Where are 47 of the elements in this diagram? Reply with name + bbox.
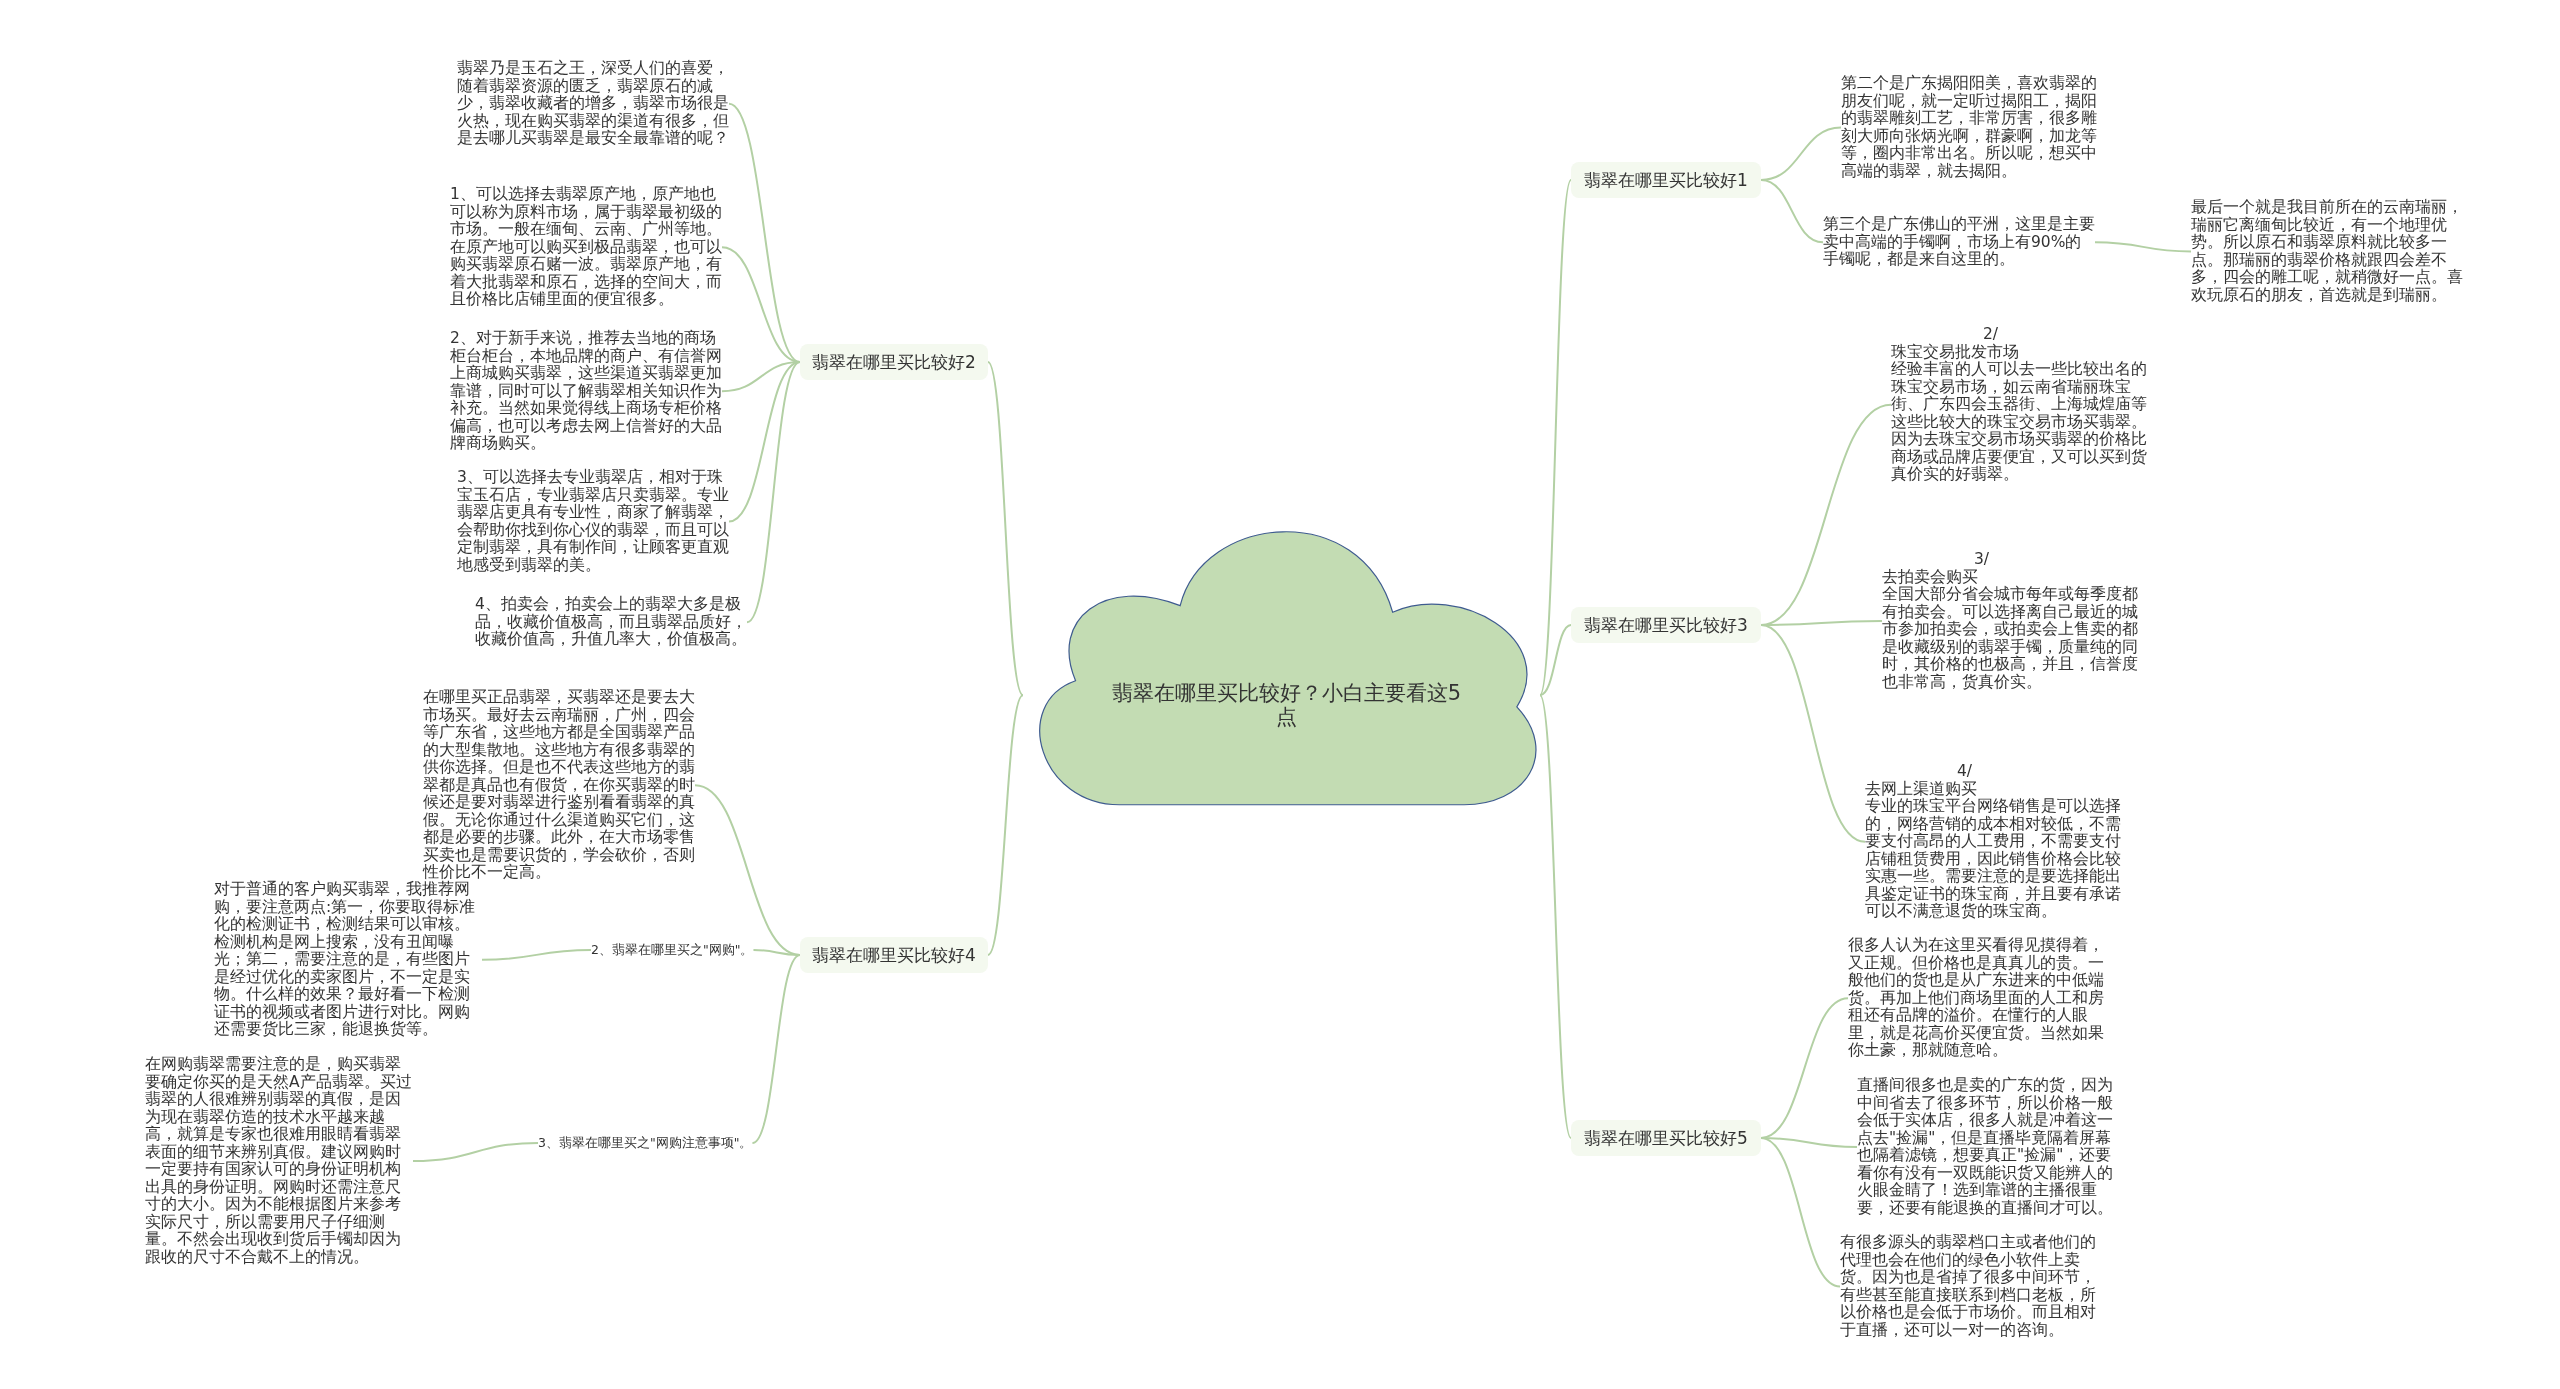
connector bbox=[1539, 624, 1572, 697]
branch-label: 翡翠在哪里买比较好2 bbox=[800, 344, 988, 380]
connector bbox=[751, 954, 801, 1144]
connector bbox=[2094, 241, 2192, 253]
note-text: 直播间很多也是卖的广东的货，因为中间省去了很多环节，所以价格一般会低于实体店，很多人就是冲着这一点去"捡漏"，但是直播毕竟隔着屏幕也隔着滤镜，想要真正"捡漏"，还要看你有没有一双既能识货又能辨人的火眼金睛了！选到靠谱的主播很重要，还要有能退换的直播间才可以。 bbox=[1857, 1077, 2125, 1217]
connector bbox=[987, 361, 1024, 697]
note-text: 很多人认为在这里买看得见摸得着，又正规。但价格也是真真儿的贵。一般他们的货也是从广东进来的中低端货。再加上他们商场里面的人工和房租还有品牌的溢价。在懂行的人眼里，就是花高价买便宜货。当然如果你土豪，那就随意哈。 bbox=[1848, 937, 2116, 1060]
item-heading: 珠宝交易批发市场 bbox=[1891, 343, 2020, 361]
connector bbox=[1760, 1137, 1841, 1288]
note-text: 2、对于新手来说，推荐去当地的商场柜台柜台，本地品牌的商户、有信誉网上商城购买翡翠，这些渠道买翡翠更加靠谱，同时可以了解翡翠相关知识作为补充。当然如果觉得线上商场专柜价格偏高，也可以考虑去网上信誉好的大品牌商场购买。 bbox=[450, 330, 722, 453]
note-text: 第三个是广东佛山的平洲，这里是主要卖中高端的手镯啊，市场上有90%的手镯呢，都是来自这里的。 bbox=[1823, 216, 2095, 269]
note-text: 3、翡翠在哪里买之"网购注意事项"。 bbox=[538, 1135, 753, 1151]
item-number: 3/ bbox=[1973, 551, 1991, 569]
note-text: 翡翠乃是玉石之王，深受人们的喜爱，随着翡翠资源的匮乏，翡翠原石的减少，翡翠收藏者的增多，翡翠市场很是火热，现在购买翡翠的渠道有很多，但是去哪儿买翡翠是最安全最靠谱的呢？ bbox=[457, 60, 729, 148]
note-text: 在网购翡翠需要注意的是，购买翡翠要确定你买的是天然A产品翡翠。买过翡翠的人很难辨别翡翠的真假，是因为现在翡翠仿造的技术水平越来越高，就算是专家也很难用眼睛看翡翠表面的细节来辨别真假。建议网购时一定要持有国家认可的身份证明机构出具的身份证明。网购时还需注意尺寸的大小。因为不能根据图片来参考实际尺寸，所以需要用尺子仔细测量。不然会出现收到货后手镯却因为跟收的尺寸不合戴不上的情况。 bbox=[145, 1056, 413, 1266]
topic-title: 翡翠在哪里买比较好？小白主要看这5点 bbox=[1110, 681, 1463, 729]
note-text: 4、拍卖会，拍卖会上的翡翠大多是极品，收藏价值极高，而且翡翠品质好，收藏价值高，升值几率大，价值极高。 bbox=[475, 596, 747, 649]
note-text: 最后一个就是我目前所在的云南瑞丽，瑞丽它离缅甸比较近，有一个地理优势。所以原石和翡翠原料就比较多一点。那瑞丽的翡翠价格就跟四会差不多，四会的雕工呢，就稍微好一点。喜欢玩原石的朋友，首选就是到瑞丽。 bbox=[2191, 199, 2463, 304]
connector bbox=[481, 949, 592, 961]
connector bbox=[1539, 694, 1572, 1139]
branch-label: 翡翠在哪里买比较好5 bbox=[1571, 1120, 1761, 1156]
connector bbox=[412, 1142, 539, 1162]
note-text: 经验丰富的人可以去一些比较出名的珠宝交易市场，如云南省瑞丽珠宝街、广东四会玉器街、上海城煌庙等这些比较大的珠宝交易市场买翡翠。因为去珠宝交易市场买翡翠的价格比商场或品牌店要便宜，又可以买到货真价实的好翡翠。 bbox=[1891, 361, 2148, 484]
connector bbox=[728, 361, 801, 523]
note-text: 1、可以选择去翡翠原产地，原产地也可以称为原料市场，属于翡翠最初级的市场。一般在缅甸、云南、广州等地。在原产地可以购买到极品翡翠，也可以购买翡翠原石赌一波。翡翠原产地，有着大批翡翠和原石，选择的空间大，而且价格比店铺里面的便宜很多。 bbox=[450, 186, 722, 309]
note-text: 有很多源头的翡翠档口主或者他们的代理也会在他们的绿色小软件上卖货。因为也是省掉了很多中间环节，有些甚至能直接联系到档口老板，所以价格也是会低于市场价。而且相对于直播，还可以一对一的咨询。 bbox=[1840, 1234, 2108, 1339]
item-heading: 去拍卖会购买 bbox=[1882, 568, 1979, 586]
note-text: 在哪里买正品翡翠，买翡翠还是要去大市场买。最好去云南瑞丽，广州，四会等广东省，这些地方都是全国翡翠产品的大型集散地。这些地方有很多翡翠的供你选择。但是也不代表这些地方的翡翠都是真品也有假货，在你买翡翠的时候还是要对翡翠进行鉴别看看翡翠的真假。无论你通过什么渠道购买它们，这都是必要的步骤。此外，在大市场零售买卖也是需要识货的，学会砍价，否则性价比不一定高。 bbox=[423, 689, 695, 882]
connector bbox=[1760, 624, 1866, 843]
branch-label: 翡翠在哪里买比较好4 bbox=[800, 937, 988, 973]
note-text: 对于普通的客户购买翡翠，我推荐网购，要注意两点:第一，你要取得标准化的检测证书，检测结果可以审核。检测机构是网上搜索，没有丑闻曝光；第二，需要注意的是，有些图片是经过优化的卖家图片，不一定是实物。什么样的效果？最好看一下检测证书的视频或者图片进行对比。网购还需要货比三家，能退换货等。 bbox=[214, 881, 482, 1039]
item-number: 4/ bbox=[1956, 763, 1974, 781]
note-text: 3、可以选择去专业翡翠店，相对于珠宝玉石店，专业翡翠店只卖翡翠。专业翡翠店更具有专业性，商家了解翡翠，会帮助你找到你心仪的翡翠，而且可以定制翡翠，具有制作间，让顾客更直观地感受到翡翠的美。 bbox=[457, 469, 729, 574]
connector bbox=[1539, 179, 1572, 697]
note-text: 2、翡翠在哪里买之"网购"。 bbox=[591, 942, 754, 958]
connector bbox=[987, 694, 1024, 956]
item-heading: 去网上渠道购买 bbox=[1865, 780, 1978, 798]
connector bbox=[728, 102, 801, 363]
connector bbox=[746, 361, 801, 624]
branch-label: 翡翠在哪里买比较好3 bbox=[1571, 607, 1761, 643]
item-number: 2/ bbox=[1982, 326, 2000, 343]
connector bbox=[752, 949, 801, 956]
note-text: 全国大部分省会城市每年或每季度都有拍卖会。可以选择离自己最近的城市参加拍卖会，或拍卖会上售卖的都是收藏级别的翡翠手镯，质量纯的同时，其价格的也极高，并且，信誉度也非常高，货真价实。 bbox=[1882, 586, 2139, 691]
connector bbox=[1760, 179, 1824, 244]
note-text: 专业的珠宝平台网络销售是可以选择的，网络营销的成本相对较低，不需要支付高昂的人工费用，不需要支付店铺租赁费用，因此销售价格会比较实惠一些。需要注意的是要选择能出具鉴定证书的珠宝商，并且要有承诺可以不满意退货的珠宝商。 bbox=[1865, 798, 2122, 921]
note-text: 第二个是广东揭阳阳美，喜欢翡翠的朋友们呢，就一定听过揭阳工，揭阳的翡翠雕刻工艺，非常厉害，很多雕刻大师向张炳光啊，群豪啊，加龙等等，圈内非常出名。所以呢，想买中高端的翡翠，就去揭阳。 bbox=[1841, 75, 2109, 180]
branch-label: 翡翠在哪里买比较好1 bbox=[1571, 162, 1761, 198]
